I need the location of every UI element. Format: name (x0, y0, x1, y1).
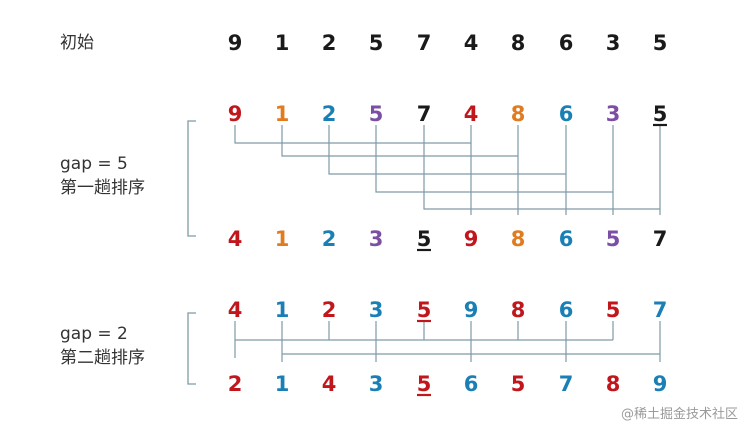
initial-value-4: 7 (417, 31, 432, 55)
gap5-before-value-5: 4 (464, 102, 479, 126)
gap2-label: gap = 2 (60, 324, 128, 344)
watermark: @稀土掘金技术社区 (621, 406, 738, 422)
gap2-after-value-6: 5 (511, 372, 526, 396)
gap5-after-value-6: 8 (511, 227, 526, 251)
gap5-connector-3 (328, 125, 567, 175)
gap2-before-value-0: 4 (228, 298, 243, 322)
gap5-after-value-0: 4 (228, 227, 243, 251)
pass2-label: 第二趟排序 (60, 348, 145, 368)
number-rows: 9 1 2 5 7 4 8 6 3 5 9 1 2 5 7 4 8 6 3 5 4 1 2 3 5 9 8 6 5 7 4 1 2 3 5 9 8 6 5 7… (228, 31, 668, 397)
initial-value-6: 8 (511, 31, 526, 55)
gap5-before-value-9: 5 (653, 102, 668, 126)
gap2-before-value-8: 5 (606, 298, 621, 322)
initial-value-9: 5 (653, 31, 668, 55)
gap2-after-value-4: 5 (417, 372, 432, 396)
gap5-after-value-1: 1 (275, 227, 290, 251)
gap2-after-value-7: 7 (559, 372, 574, 396)
gap5-before-value-4: 7 (417, 102, 432, 126)
gap2-before-value-5: 9 (464, 298, 479, 322)
gap5-before-value-3: 5 (369, 102, 384, 126)
gap2-before-value-6: 8 (511, 298, 526, 322)
gap5-before-value-8: 3 (606, 102, 621, 126)
initial-value-7: 6 (559, 31, 574, 55)
gap5-connector-4 (375, 125, 614, 193)
gap2-after-value-1: 1 (275, 372, 290, 396)
gap-connectors (234, 125, 661, 362)
gap5-after-value-2: 2 (322, 227, 337, 251)
group-brackets (187, 120, 196, 385)
gap2-before-value-7: 6 (559, 298, 574, 322)
initial-value-3: 5 (369, 31, 384, 55)
initial-value-1: 1 (275, 31, 290, 55)
gap5-before-value-7: 6 (559, 102, 574, 126)
gap5-before-value-6: 8 (511, 102, 526, 126)
group-bracket-1 (187, 120, 196, 237)
gap2-before-value-2: 2 (322, 298, 337, 322)
gap5-connector-2 (281, 125, 519, 157)
initial-value-5: 4 (464, 31, 479, 55)
gap5-connector-5 (423, 125, 661, 210)
gap2-before-value-4: 5 (417, 298, 432, 322)
initial-value-0: 9 (228, 31, 243, 55)
gap2-after-value-0: 2 (228, 372, 243, 396)
gap5-after-value-9: 7 (653, 227, 668, 251)
gap2-before-value-3: 3 (369, 298, 384, 322)
group-bracket-2 (187, 312, 196, 385)
gap2-after-value-3: 3 (369, 372, 384, 396)
gap5-after-value-8: 5 (606, 227, 621, 251)
gap2-before-value-9: 7 (653, 298, 668, 322)
gap5-after-value-5: 9 (464, 227, 479, 251)
gap2-after-value-9: 9 (653, 372, 668, 396)
gap2-after-value-5: 6 (464, 372, 479, 396)
gap2-after-value-8: 8 (606, 372, 621, 396)
pass1-label: 第一趟排序 (60, 178, 145, 198)
gap5-before-value-2: 2 (322, 102, 337, 126)
initial-label: 初始 (60, 33, 94, 53)
gap5-before-value-1: 1 (275, 102, 290, 126)
initial-value-2: 2 (322, 31, 337, 55)
gap5-connector-1 (234, 125, 472, 144)
gap5-after-value-7: 6 (559, 227, 574, 251)
gap5-label: gap = 5 (60, 154, 128, 174)
gap2-after-value-2: 4 (322, 372, 337, 396)
gap2-before-value-1: 1 (275, 298, 290, 322)
gap5-after-value-4: 5 (417, 227, 432, 251)
initial-value-8: 3 (606, 31, 621, 55)
gap5-after-value-3: 3 (369, 227, 384, 251)
gap5-before-value-0: 9 (228, 102, 243, 126)
